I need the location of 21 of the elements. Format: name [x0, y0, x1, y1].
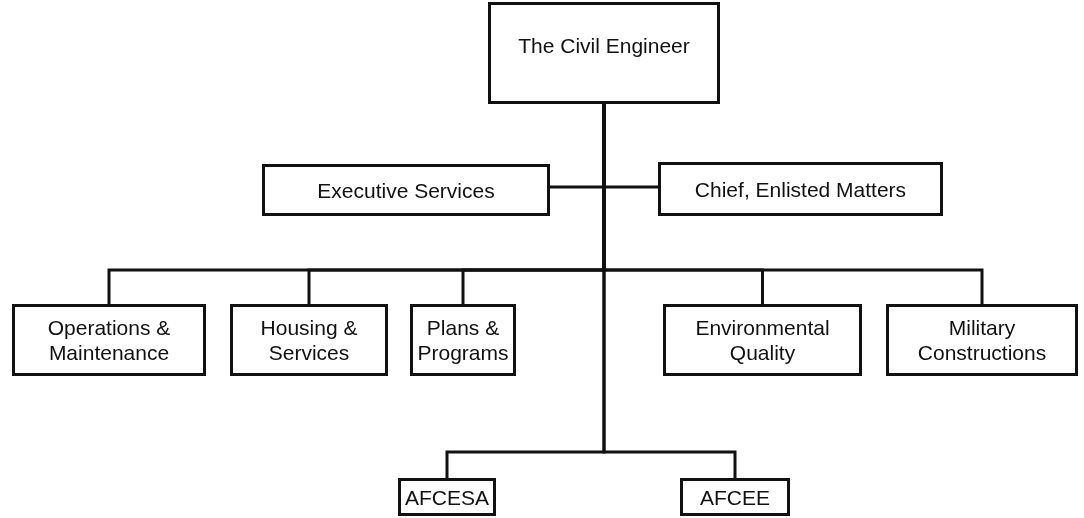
unit-name: Chief, Enlisted Matters: [694, 176, 907, 202]
unit-name: Housing & Services: [259, 315, 359, 365]
org-box: [410, 304, 516, 376]
org-box: [230, 304, 388, 376]
org-box: [658, 162, 943, 216]
unit-name: The Civil Engineer: [518, 33, 690, 58]
org-box: [262, 164, 550, 216]
org-box: [488, 2, 720, 104]
org-box: [12, 304, 206, 376]
org-box: [663, 304, 862, 376]
org-box: [398, 478, 496, 516]
unit-name: AFCESA: [405, 484, 489, 510]
unit-name: Executive Services: [317, 177, 495, 203]
org-box: [680, 478, 790, 516]
org-box: [886, 304, 1078, 376]
unit-name: Operations & Maintenance: [46, 315, 172, 365]
unit-name: Plans & Programs: [417, 315, 509, 365]
connector-line: [602, 104, 737, 478]
unit-name: Environmental Quality: [694, 315, 831, 365]
unit-name: Military Constructions: [916, 315, 1048, 365]
unit-name: AFCEE: [700, 484, 770, 510]
